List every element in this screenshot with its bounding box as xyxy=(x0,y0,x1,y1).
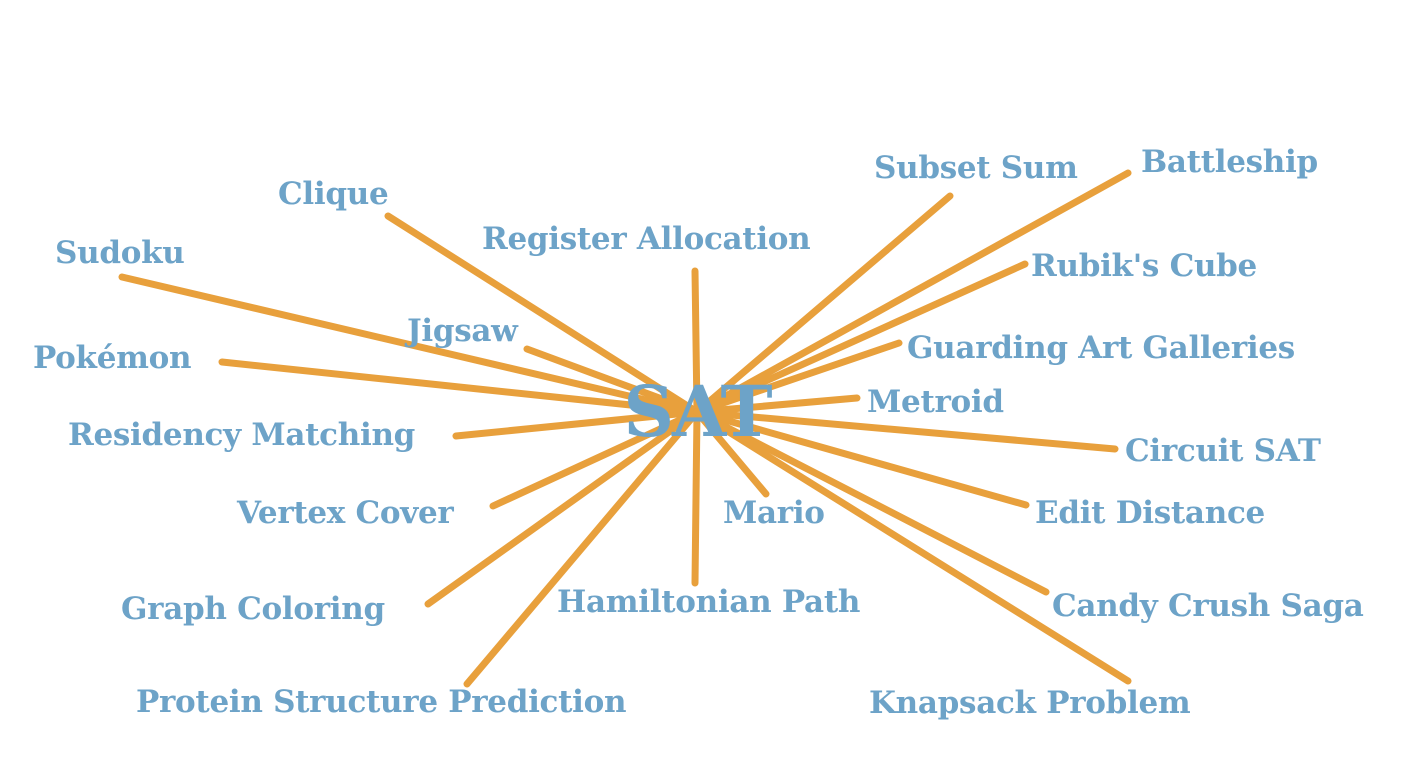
spoke-candy-crush-saga xyxy=(693,408,1050,596)
node-label-circuit-sat: Circuit SAT xyxy=(1125,433,1321,469)
node-label-sudoku: Sudoku xyxy=(55,235,185,271)
spoke-hamiltonian-path xyxy=(691,408,701,587)
node-label-guarding-art-galleries: Guarding Art Galleries xyxy=(907,330,1295,366)
spoke-clique xyxy=(384,212,701,416)
spoke-battleship xyxy=(693,169,1132,416)
spoke-pokemon xyxy=(218,358,701,416)
center-node-sat: SAT xyxy=(623,370,772,453)
spoke-edit-distance xyxy=(693,408,1030,509)
spoke-subset-sum xyxy=(693,192,954,416)
node-label-knapsack-problem: Knapsack Problem xyxy=(869,685,1191,721)
node-label-battleship: Battleship xyxy=(1141,144,1318,180)
node-label-rubiks-cube: Rubik's Cube xyxy=(1031,248,1257,284)
spoke-guarding-art-galleries xyxy=(693,339,903,416)
spoke-rubiks-cube xyxy=(693,260,1029,416)
node-label-subset-sum: Subset Sum xyxy=(874,150,1078,186)
spoke-graph-coloring xyxy=(424,408,701,608)
node-label-hamiltonian-path: Hamiltonian Path xyxy=(557,584,860,620)
node-label-residency-matching: Residency Matching xyxy=(68,417,415,453)
spoke-mario xyxy=(693,408,770,498)
spoke-protein-structure-prediction xyxy=(463,408,701,688)
node-label-vertex-cover: Vertex Cover xyxy=(236,495,454,531)
spoke-register-allocation xyxy=(691,267,701,416)
node-label-jigsaw: Jigsaw xyxy=(404,313,519,349)
spoke-vertex-cover xyxy=(489,408,701,510)
spoke-jigsaw xyxy=(523,345,701,416)
node-label-clique: Clique xyxy=(278,176,388,212)
node-label-graph-coloring: Graph Coloring xyxy=(121,591,385,627)
spoke-residency-matching xyxy=(452,408,701,440)
node-label-mario: Mario xyxy=(723,495,825,531)
spoke-knapsack-problem xyxy=(693,408,1132,685)
node-label-register-allocation: Register Allocation xyxy=(482,221,810,257)
node-label-pokemon: Pokémon xyxy=(33,340,191,376)
node-label-protein-structure-prediction: Protein Structure Prediction xyxy=(136,684,626,720)
spoke-circuit-sat xyxy=(693,408,1119,453)
node-label-edit-distance: Edit Distance xyxy=(1035,495,1265,531)
spokes-group xyxy=(118,169,1132,688)
node-label-candy-crush-saga: Candy Crush Saga xyxy=(1052,588,1364,624)
spoke-metroid xyxy=(693,394,861,416)
spoke-sudoku xyxy=(118,273,701,416)
node-label-metroid: Metroid xyxy=(867,384,1004,420)
